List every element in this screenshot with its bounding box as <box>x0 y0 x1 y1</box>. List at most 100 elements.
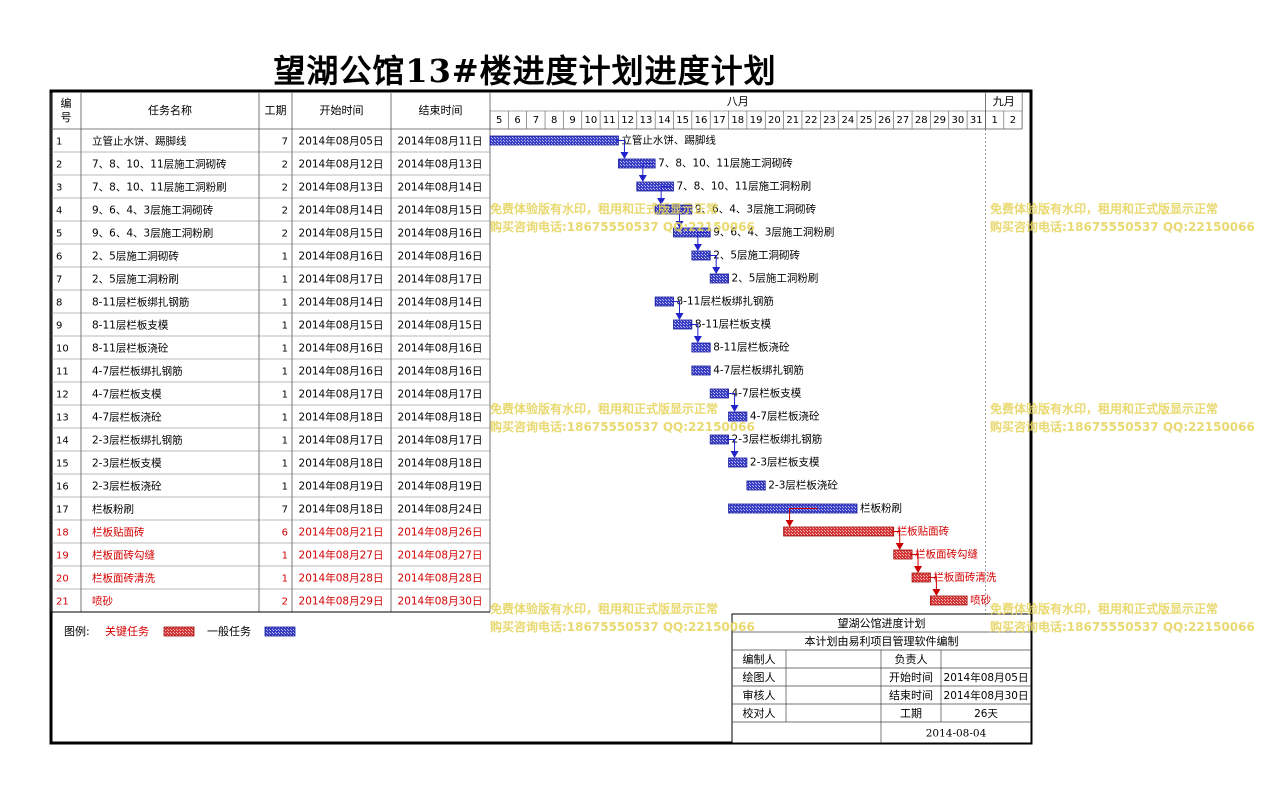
legend-normal-swatch <box>264 626 296 637</box>
gantt-bar <box>911 572 931 583</box>
dependency-line <box>726 439 736 452</box>
task-no: 4 <box>56 206 62 217</box>
task-no: 19 <box>56 551 69 562</box>
bar-label: 栏板贴面砖 <box>897 525 950 538</box>
task-name: 7、8、10、11层施工洞砌砖 <box>92 158 227 171</box>
task-start: 2014年08月16日 <box>299 365 384 378</box>
header-no: 号 <box>61 111 72 124</box>
task-no: 18 <box>56 528 69 539</box>
task-end: 2014年08月16日 <box>398 250 483 263</box>
gantt-bar <box>691 250 711 261</box>
timeline-day-label: 6 <box>514 115 520 126</box>
task-end: 2014年08月16日 <box>398 365 483 378</box>
dependency-arrowhead <box>895 543 904 550</box>
timeline-day-label: 10 <box>585 115 598 126</box>
task-no: 14 <box>56 436 69 447</box>
timeline-day-label: 24 <box>841 115 854 126</box>
timeline-day-label: 31 <box>970 115 983 126</box>
task-no: 8 <box>56 298 62 309</box>
dependency-line <box>789 508 818 521</box>
task-start: 2014年08月15日 <box>299 227 384 240</box>
info-title: 望湖公馆进度计划 <box>838 616 926 630</box>
timeline-day-label: 28 <box>915 115 928 126</box>
header-no: 编 <box>61 96 72 110</box>
task-name: 4-7层栏板支模 <box>92 388 162 401</box>
task-days: 7 <box>282 137 288 148</box>
task-no: 5 <box>56 229 62 240</box>
task-end: 2014年08月16日 <box>398 342 483 355</box>
bar-label: 栏板粉刷 <box>860 502 902 515</box>
dependency-arrowhead <box>914 566 923 573</box>
task-days: 1 <box>282 367 288 378</box>
task-end: 2014年08月13日 <box>398 158 483 171</box>
task-start: 2014年08月18日 <box>299 503 384 516</box>
bar-label: 2-3层栏板浇砼 <box>768 479 838 492</box>
header-days: 工期 <box>265 104 287 117</box>
task-name: 9、6、4、3层施工洞粉刷 <box>92 227 213 240</box>
timeline-day-label: 18 <box>731 115 744 126</box>
task-end: 2014年08月16日 <box>398 227 483 240</box>
dependency-arrowhead <box>675 313 684 320</box>
gantt-bar <box>893 549 913 560</box>
task-end: 2014年08月27日 <box>398 549 483 562</box>
task-name: 7、8、10、11层施工洞粉刷 <box>92 181 227 194</box>
info-box <box>731 613 1032 744</box>
task-name: 栏板粉刷 <box>92 503 134 516</box>
task-start: 2014年08月19日 <box>299 480 384 493</box>
gantt-bar <box>709 273 729 284</box>
info-subtitle: 本计划由易利项目管理软件编制 <box>805 634 959 648</box>
task-no: 6 <box>56 252 62 263</box>
gantt-bar <box>783 526 895 537</box>
bar-label: 立管止水饼、踢脚线 <box>621 134 716 147</box>
timeline-day-label: 27 <box>897 115 910 126</box>
task-days: 1 <box>282 482 288 493</box>
bar-label: 8-11层栏板浇砼 <box>713 341 790 354</box>
dependency-arrowhead <box>693 336 702 343</box>
bar-label: 2、5层施工洞砌砖 <box>713 249 800 262</box>
info-date: 2014-08-04 <box>926 728 987 740</box>
task-no: 16 <box>56 482 69 493</box>
task-name: 4-7层栏板浇砼 <box>92 411 162 424</box>
task-days: 1 <box>282 574 288 585</box>
task-days: 1 <box>282 321 288 332</box>
gantt-bar <box>709 434 729 445</box>
task-name: 立管止水饼、踢脚线 <box>92 135 187 148</box>
timeline-day-label: 15 <box>676 115 689 126</box>
timeline-day-label: 29 <box>933 115 946 126</box>
task-name: 2-3层栏板绑扎钢筋 <box>92 434 183 447</box>
bar-label: 7、8、10、11层施工洞砌砖 <box>658 157 793 170</box>
task-end: 2014年08月24日 <box>398 503 483 516</box>
task-name: 栏板贴面砖 <box>92 526 145 539</box>
task-days: 2 <box>282 206 288 217</box>
task-start: 2014年08月17日 <box>299 273 384 286</box>
header-name: 任务名称 <box>148 103 192 117</box>
task-end: 2014年08月17日 <box>398 273 483 286</box>
task-name: 8-11层栏板浇砼 <box>92 342 169 355</box>
task-end: 2014年08月11日 <box>398 135 483 148</box>
bar-label: 7、8、10、11层施工洞粉刷 <box>677 180 812 193</box>
dependency-arrowhead <box>638 175 647 182</box>
gantt-bar <box>654 204 693 215</box>
task-no: 2 <box>56 160 62 171</box>
dependency-arrowhead <box>712 267 721 274</box>
timeline-day-label: 20 <box>768 115 781 126</box>
task-name: 8-11层栏板绑扎钢筋 <box>92 296 189 309</box>
task-days: 1 <box>282 344 288 355</box>
bar-label: 4-7层栏板浇砼 <box>750 410 820 423</box>
task-name: 8-11层栏板支模 <box>92 319 169 332</box>
gantt-bar <box>618 158 656 169</box>
task-end: 2014年08月15日 <box>398 319 483 332</box>
task-name: 栏板面砖清洗 <box>92 572 155 585</box>
task-no: 12 <box>56 390 69 401</box>
info-key: 校对人 <box>743 706 776 720</box>
timeline-day-label: 8 <box>551 115 557 126</box>
task-no: 1 <box>56 137 62 148</box>
task-no: 3 <box>56 183 62 194</box>
dependency-line <box>697 232 709 245</box>
gantt-bar <box>930 595 968 606</box>
task-name: 2、5层施工洞砌砖 <box>92 250 179 263</box>
info-value: 2014年08月30日 <box>944 689 1029 702</box>
task-no: 15 <box>56 459 69 470</box>
task-end: 2014年08月18日 <box>398 411 483 424</box>
gantt-bar <box>728 411 748 422</box>
